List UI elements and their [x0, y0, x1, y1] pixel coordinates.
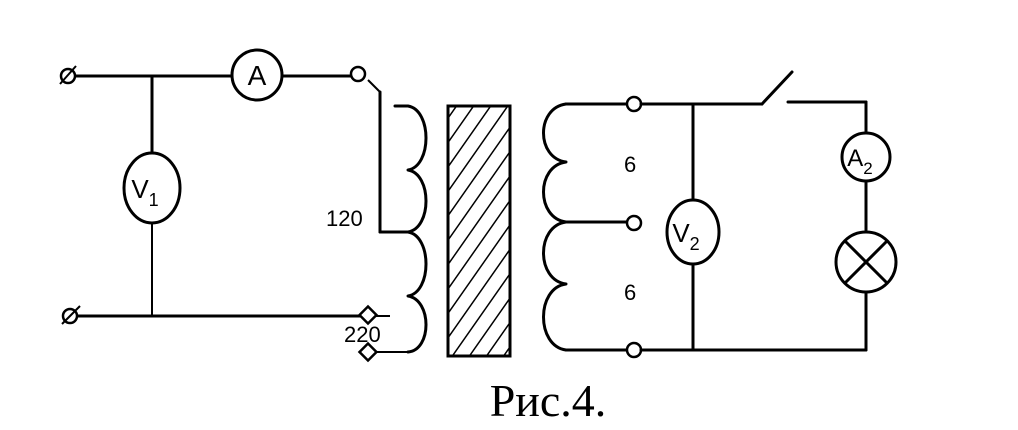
terminal-primary-220-lower: [357, 341, 379, 363]
winding-label-120: 120: [326, 206, 363, 231]
winding-label-secondary-lower: 6: [624, 280, 636, 305]
input-terminal-top: [59, 65, 77, 85]
secondary-winding: [542, 102, 634, 352]
ammeter-secondary-subscript: 2: [863, 159, 872, 178]
svg-text:V2: V2: [672, 218, 699, 254]
svg-text:V1: V1: [131, 174, 158, 210]
figure-caption: Рис.4.: [490, 375, 607, 426]
voltmeter-secondary: V2: [665, 198, 721, 266]
voltmeter-primary-subscript: 1: [149, 190, 159, 210]
voltmeter-primary: V1: [122, 151, 182, 225]
secondary-circuit: [639, 70, 868, 352]
terminal-primary-220-upper: [357, 304, 379, 326]
ammeter-primary-label: А: [248, 60, 267, 91]
terminal-primary-top: [349, 65, 367, 83]
ammeter-primary: А: [230, 48, 284, 102]
winding-label-220: 220: [344, 322, 381, 347]
svg-text:A2: A2: [847, 145, 872, 178]
lamp-icon: [834, 230, 898, 294]
terminal-secondary-middle: [625, 214, 643, 232]
terminal-secondary-top: [625, 95, 643, 113]
primary-winding: [393, 104, 428, 354]
voltmeter-primary-label: V: [131, 174, 149, 204]
voltmeter-secondary-subscript: 2: [690, 234, 700, 254]
primary-circuit: [68, 74, 410, 353]
input-terminal-bottom: [61, 305, 81, 325]
switch: [760, 70, 794, 106]
voltmeter-secondary-label: V: [672, 218, 690, 248]
terminal-secondary-bottom: [625, 341, 643, 359]
transformer-core: [446, 104, 512, 358]
ammeter-secondary-label: A: [847, 145, 863, 172]
winding-label-secondary-upper: 6: [624, 152, 636, 177]
ammeter-secondary: A2: [840, 131, 892, 183]
